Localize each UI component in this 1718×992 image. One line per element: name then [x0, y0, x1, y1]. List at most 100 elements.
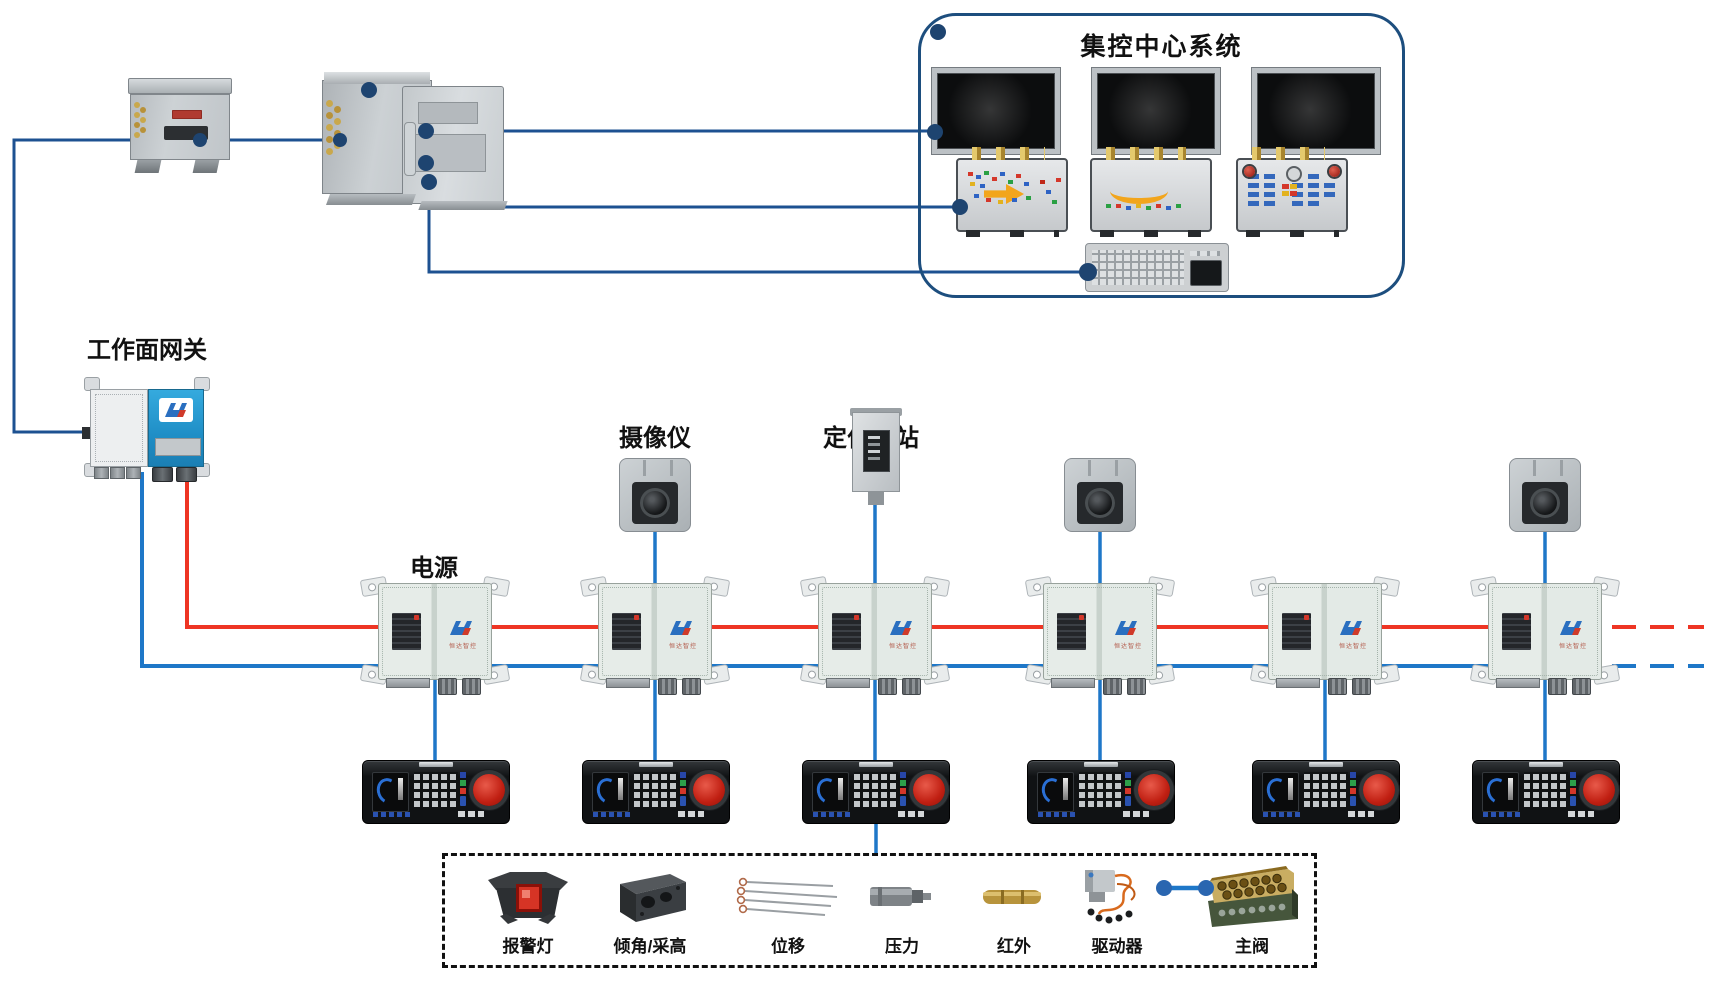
cable-gland [1548, 678, 1567, 695]
green-key [900, 780, 906, 786]
sensor-label: 位移 [771, 937, 805, 956]
blue-key-row [1483, 812, 1523, 817]
industrial-keyboard [1085, 243, 1229, 292]
sensor-label: 主阀 [1235, 937, 1269, 956]
blue-key-row [593, 812, 633, 817]
brand-text: 恒达智控 [1558, 644, 1587, 650]
controller-body: 恒达智控 [598, 583, 712, 680]
cable-gland [110, 467, 125, 479]
panel-screen [592, 772, 629, 812]
cable-gland [1127, 678, 1146, 695]
node-dot [333, 133, 347, 147]
cable-gland [126, 467, 141, 479]
brand-text: 恒达智控 [1338, 644, 1367, 650]
power-controller-box-2: 恒达智控 [579, 575, 731, 695]
blue-key [1350, 772, 1356, 778]
driver-icon [1059, 862, 1175, 932]
sensor-item-alarm: 报警灯 [470, 862, 586, 962]
operator-panel-5 [1252, 760, 1400, 824]
operator-panel-4 [1027, 760, 1175, 824]
camera-3 [1509, 458, 1581, 532]
brand-text: 恒达智控 [448, 644, 477, 650]
cable-gland [658, 678, 677, 695]
cable-gland [878, 678, 897, 695]
white-key-row [1123, 811, 1149, 817]
blue-key-row [373, 812, 413, 817]
blue-key-row [1263, 812, 1303, 817]
monitor-2 [1092, 68, 1220, 154]
sensor-label: 报警灯 [502, 937, 554, 956]
substation-switch-box [128, 78, 232, 175]
main-valve-icon [1194, 862, 1310, 932]
button-cluster [1282, 184, 1289, 189]
green-key [680, 780, 686, 786]
top-trim [419, 762, 453, 767]
controller-body: 恒达智控 [1043, 583, 1157, 680]
terminal-strip [826, 678, 870, 688]
cable-gland [152, 467, 173, 482]
blue-key [680, 772, 686, 778]
button-grid [1524, 772, 1568, 807]
sensor-item-displacement: 位移 [730, 862, 846, 962]
camera-lens-icon [1530, 488, 1560, 518]
cable-gland [1352, 678, 1371, 695]
node-dot [193, 133, 207, 147]
node-dot [930, 24, 946, 40]
green-key [1570, 780, 1576, 786]
red-key [1125, 788, 1131, 794]
alarm-light-icon [470, 862, 586, 932]
node-dot [418, 123, 434, 139]
vent-panel [155, 438, 201, 456]
sensor-item-driver: 驱动器 [1059, 862, 1175, 962]
cable-gland [1572, 678, 1591, 695]
control-center-title: 集控中心系统 [1080, 33, 1243, 61]
power-controller-box-4: 恒达智控 [1024, 575, 1176, 695]
red-key [1570, 788, 1576, 794]
panel-screen [1482, 772, 1519, 812]
red-key [680, 788, 686, 794]
gateway-right-body [148, 389, 204, 467]
button-cluster [968, 172, 973, 176]
green-key [1350, 780, 1356, 786]
console-panel-2 [1090, 147, 1212, 237]
gateway-label: 工作面网关 [87, 337, 207, 364]
brand-text: 恒达智控 [888, 644, 917, 650]
cable-gland [438, 678, 457, 695]
handle [404, 122, 416, 176]
blue-key [1350, 796, 1356, 806]
station-mount [868, 492, 884, 505]
panel-screen [812, 772, 849, 812]
displacement-sensor-icon [730, 862, 846, 932]
blue-key [1125, 796, 1131, 806]
green-key [1125, 780, 1131, 786]
spec-label-patch [1502, 613, 1531, 650]
console-panel-3 [1236, 147, 1348, 237]
infrared-sensor-icon [956, 862, 1072, 932]
top-trim [1529, 762, 1563, 767]
monitor-3 [1252, 68, 1380, 154]
blue-button-grid [1248, 174, 1259, 179]
button-grid [1079, 772, 1123, 807]
sensor-item-tilt: 倾角/采高 [592, 862, 708, 962]
camera-2 [1064, 458, 1136, 532]
controller-body: 恒达智控 [1268, 583, 1382, 680]
red-nameplate [172, 110, 202, 119]
network-port [82, 427, 90, 439]
panel-screen [1262, 772, 1299, 812]
cable-gland [462, 678, 481, 695]
emergency-stop-knob [1363, 774, 1395, 806]
brand-logo-icon [1337, 617, 1367, 639]
white-key-row [458, 811, 484, 817]
cable-gland [1328, 678, 1347, 695]
top-trim [1084, 762, 1118, 767]
sensor-item-infrared: 红外 [956, 862, 1072, 962]
blue-key [1570, 772, 1576, 778]
camera-bracket [1088, 460, 1118, 476]
button-grid [854, 772, 898, 807]
sensor-label: 红外 [997, 937, 1031, 956]
power-label: 电源 [410, 555, 458, 582]
blue-key-row [1038, 812, 1078, 817]
brand-text: 恒达智控 [1113, 644, 1142, 650]
